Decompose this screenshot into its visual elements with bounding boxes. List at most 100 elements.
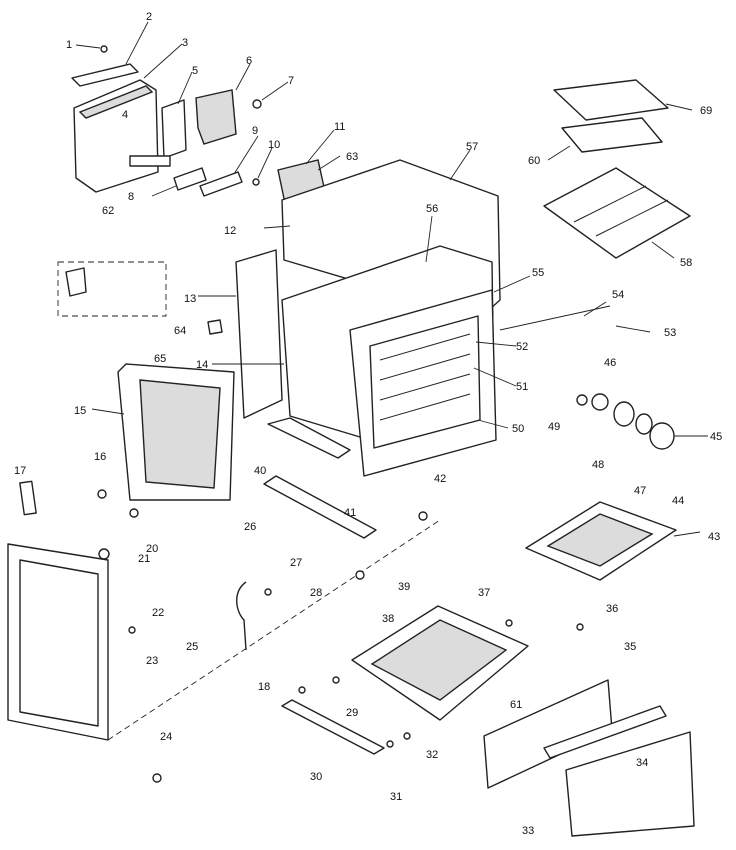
callout-56: 56	[426, 203, 438, 215]
callout-46: 46	[604, 357, 616, 369]
callout-6: 6	[246, 55, 252, 67]
part-32-screw	[403, 732, 411, 740]
rack-rail-1	[379, 333, 471, 361]
callout-36: 36	[606, 603, 618, 615]
callout-18: 18	[258, 681, 270, 693]
part-39-screw	[355, 570, 365, 580]
callout-51: 51	[516, 381, 528, 393]
callout-labels: 1 2 3 4 5 6 7 8 9 10 11 12 13 14 15 16 1…	[14, 11, 722, 837]
part-8-bracket	[173, 167, 207, 191]
callout-9: 9	[252, 125, 258, 137]
callout-52: 52	[516, 341, 528, 353]
callout-35: 35	[624, 641, 636, 653]
callout-34: 34	[636, 757, 648, 769]
part-25-hinge-arm	[236, 581, 247, 651]
part-3-top-edge	[78, 85, 154, 119]
part-20-screw	[129, 508, 139, 518]
part-27-rail	[263, 475, 377, 539]
callout-7: 7	[288, 75, 294, 87]
part-48-ring	[613, 401, 635, 427]
callout-2: 2	[146, 11, 152, 23]
callout-28: 28	[310, 587, 322, 599]
control-panel-assembly	[71, 45, 327, 209]
callout-37: 37	[478, 587, 490, 599]
part-6-switch-block	[195, 89, 237, 145]
part-28-screw	[264, 588, 272, 596]
part-33-handle	[543, 705, 667, 759]
door-guide-line	[107, 519, 441, 741]
part-3-control-box	[73, 79, 159, 193]
part-40-strip	[267, 417, 351, 459]
callout-21: 21	[138, 553, 150, 565]
storage-drawer	[281, 605, 529, 755]
callout-41: 41	[344, 507, 356, 519]
callout-3: 3	[182, 37, 188, 49]
part-45-cover	[649, 422, 675, 450]
part-58-oven-rack	[543, 167, 691, 259]
callout-69: 69	[700, 105, 712, 117]
callout-25: 25	[186, 641, 198, 653]
callout-11: 11	[334, 121, 345, 133]
callout-20: 20	[146, 543, 158, 555]
callout-62: 62	[102, 205, 114, 217]
callout-22: 22	[152, 607, 164, 619]
part-30-slide	[281, 699, 385, 755]
callout-61: 61	[510, 699, 522, 711]
callout-58: 58	[680, 257, 692, 269]
oven-body	[235, 159, 501, 477]
callout-38: 38	[382, 613, 394, 625]
part-13-side-panel	[235, 249, 283, 419]
part-47-lens	[635, 413, 653, 435]
callout-29: 29	[346, 707, 358, 719]
callout-8: 8	[128, 191, 134, 203]
callout-44: 44	[672, 495, 684, 507]
part-5-switch-plate	[161, 99, 187, 159]
callout-60: 60	[528, 155, 540, 167]
callout-17: 17	[14, 465, 26, 477]
rack-rail-4	[379, 393, 471, 421]
part-29-screw	[332, 676, 340, 684]
callout-64: 64	[174, 325, 186, 337]
rack-rail-2	[379, 353, 471, 381]
leader-lines	[75, 21, 708, 537]
oven-door	[7, 519, 441, 783]
callout-14: 14	[196, 359, 208, 371]
callout-4: 4	[122, 109, 128, 121]
callout-43: 43	[708, 531, 720, 543]
callout-13: 13	[184, 293, 196, 305]
callout-5: 5	[192, 65, 198, 77]
part-37-screw	[505, 619, 513, 627]
callout-48: 48	[592, 459, 604, 471]
part-49-socket	[576, 394, 588, 406]
callout-30: 30	[310, 771, 322, 783]
callout-55: 55	[532, 267, 544, 279]
part-64-bracket	[65, 267, 87, 297]
callout-15: 15	[74, 405, 86, 417]
right-side-parts	[499, 79, 691, 581]
part-9-clip	[199, 171, 243, 197]
part-65-clip	[207, 319, 223, 335]
part-62-plate	[129, 155, 171, 167]
part-42-screw	[418, 511, 428, 521]
part-38-drawer-inner	[370, 619, 508, 701]
callout-1: 1	[66, 39, 72, 51]
rack-wire-1	[573, 185, 647, 223]
part-43-inner	[546, 513, 654, 567]
rack-rail-3	[379, 373, 471, 401]
callout-45: 45	[710, 431, 722, 443]
callout-53: 53	[664, 327, 676, 339]
callout-63: 63	[346, 151, 358, 163]
callout-42: 42	[434, 473, 446, 485]
callout-27: 27	[290, 557, 302, 569]
callout-26: 26	[244, 521, 256, 533]
part-7-screw	[252, 99, 262, 109]
callout-50: 50	[512, 423, 524, 435]
part-15-recess	[139, 379, 221, 489]
callout-33: 33	[522, 825, 534, 837]
part-34-kick-panel	[565, 731, 695, 837]
callout-24: 24	[160, 731, 172, 743]
part-36-screw	[576, 623, 584, 631]
callout-39: 39	[398, 581, 410, 593]
callout-40: 40	[254, 465, 266, 477]
